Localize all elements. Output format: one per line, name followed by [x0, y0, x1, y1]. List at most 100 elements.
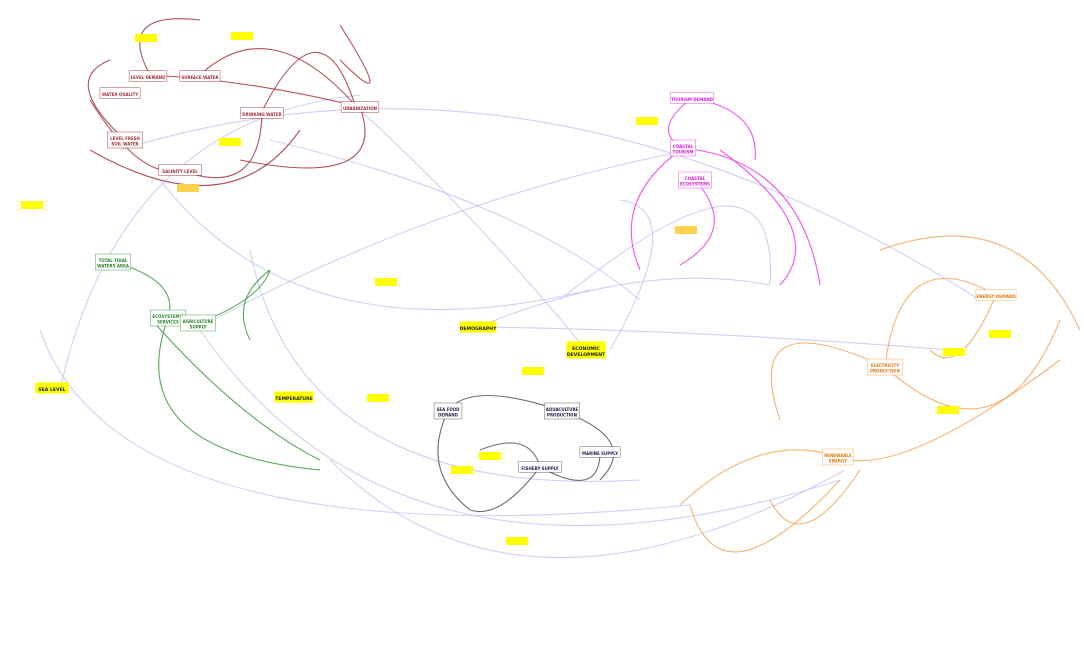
causal-link [159, 179, 591, 311]
node-box [670, 92, 714, 104]
node-label: ECOSYSTEMS [680, 182, 710, 187]
node-label: DEVELOPMENT [567, 352, 606, 358]
node-label: FISHERY SUPPLY [521, 466, 558, 471]
node-label: ECOSYSTEM'S [152, 314, 183, 319]
node-box [433, 402, 463, 420]
causal-link [679, 179, 715, 266]
node-box [544, 402, 580, 420]
node-label: SUPPLY [190, 325, 207, 330]
causal-link [689, 479, 841, 553]
parameter-marker [636, 117, 658, 125]
node-box [579, 446, 621, 458]
node-label: ENERGY [829, 459, 847, 464]
causal-link [87, 59, 126, 141]
causal-link [630, 147, 684, 271]
causal-link [39, 329, 691, 517]
causal-link [149, 74, 361, 108]
node-drinking-water: DRINKING WATER [240, 107, 284, 119]
node-urbanization: URBANIZATION [340, 101, 380, 113]
causal-link [149, 317, 321, 461]
node-box [158, 164, 202, 176]
parameter-marker [451, 466, 473, 474]
causal-link [884, 278, 997, 368]
node-highlight [274, 391, 314, 403]
causal-link [158, 317, 321, 471]
node-fish-supply: FISHERY SUPPLY [518, 461, 562, 473]
parameter-marker [375, 278, 397, 286]
causal-link [477, 326, 951, 351]
causal-link [339, 24, 371, 84]
parameter-marker [135, 34, 157, 42]
parameter-marker [506, 537, 528, 545]
parameter-marker [522, 367, 544, 375]
node-label: URBANIZATION [343, 106, 377, 111]
node-label: ECONOMIC [572, 346, 600, 352]
causal-link [719, 149, 797, 286]
node-label: TOURISM [673, 150, 694, 155]
node-label: TOURISM DEMAND [671, 97, 714, 102]
node-box [678, 171, 712, 189]
parameter-marker [219, 138, 241, 146]
node-box [128, 70, 168, 82]
causal-link [559, 205, 771, 301]
parameter-marker [21, 201, 43, 209]
node-label: TOTAL TIDAL [99, 258, 128, 263]
causal-link [682, 147, 821, 286]
causal-link [139, 18, 201, 76]
node-box [340, 101, 380, 113]
causal-link [837, 359, 1061, 462]
node-label: WATER QUALITY [102, 92, 138, 97]
node-water-quality: WATER QUALITY [99, 87, 141, 99]
node-label: ENERGY DEMAND [976, 294, 1016, 299]
node-box [95, 253, 131, 271]
causal-link [119, 108, 981, 301]
node-box [867, 358, 903, 376]
causal-link [199, 48, 356, 106]
causal-link [437, 410, 471, 511]
node-label: DEMOGRAPHY [460, 326, 498, 332]
node-energy-demand: ENERGY DEMAND [975, 289, 1017, 301]
node-box [179, 70, 221, 82]
causal-link [112, 261, 171, 319]
node-label: PRODUCTION [547, 413, 577, 418]
causal-link [561, 410, 615, 481]
node-box [180, 314, 216, 332]
node-label: WATERS AREA [97, 264, 130, 269]
parameter-marker [177, 184, 199, 192]
causal-link [609, 199, 654, 351]
causal-link [249, 249, 641, 483]
parameter-marker [231, 32, 253, 40]
causal-link [479, 442, 541, 468]
causal-link [770, 342, 886, 421]
node-label: ELECTRICITY [871, 363, 899, 368]
causal-link [242, 269, 271, 341]
causal-link [469, 466, 541, 513]
node-salinity: SALINITY LEVEL [158, 164, 202, 176]
node-label: LEVEL FRESH [110, 136, 140, 141]
node-highlight [459, 321, 497, 333]
parameter-marker [367, 394, 389, 402]
node-label: COASTAL [673, 144, 694, 149]
causal-link [769, 469, 861, 525]
causal-link [539, 451, 601, 481]
node-box [107, 131, 143, 149]
node-demography: DEMOGRAPHY [459, 321, 498, 333]
node-label: AGRICULTURE [183, 319, 214, 324]
causal-link [879, 235, 1081, 331]
node-label: LEVEL DEMAND [131, 75, 167, 80]
parameter-marker [937, 406, 959, 414]
node-label: RENEWABLE [824, 453, 852, 458]
node-label: PRODUCTION [870, 369, 900, 374]
node-box [670, 139, 696, 157]
node-box [822, 448, 854, 466]
